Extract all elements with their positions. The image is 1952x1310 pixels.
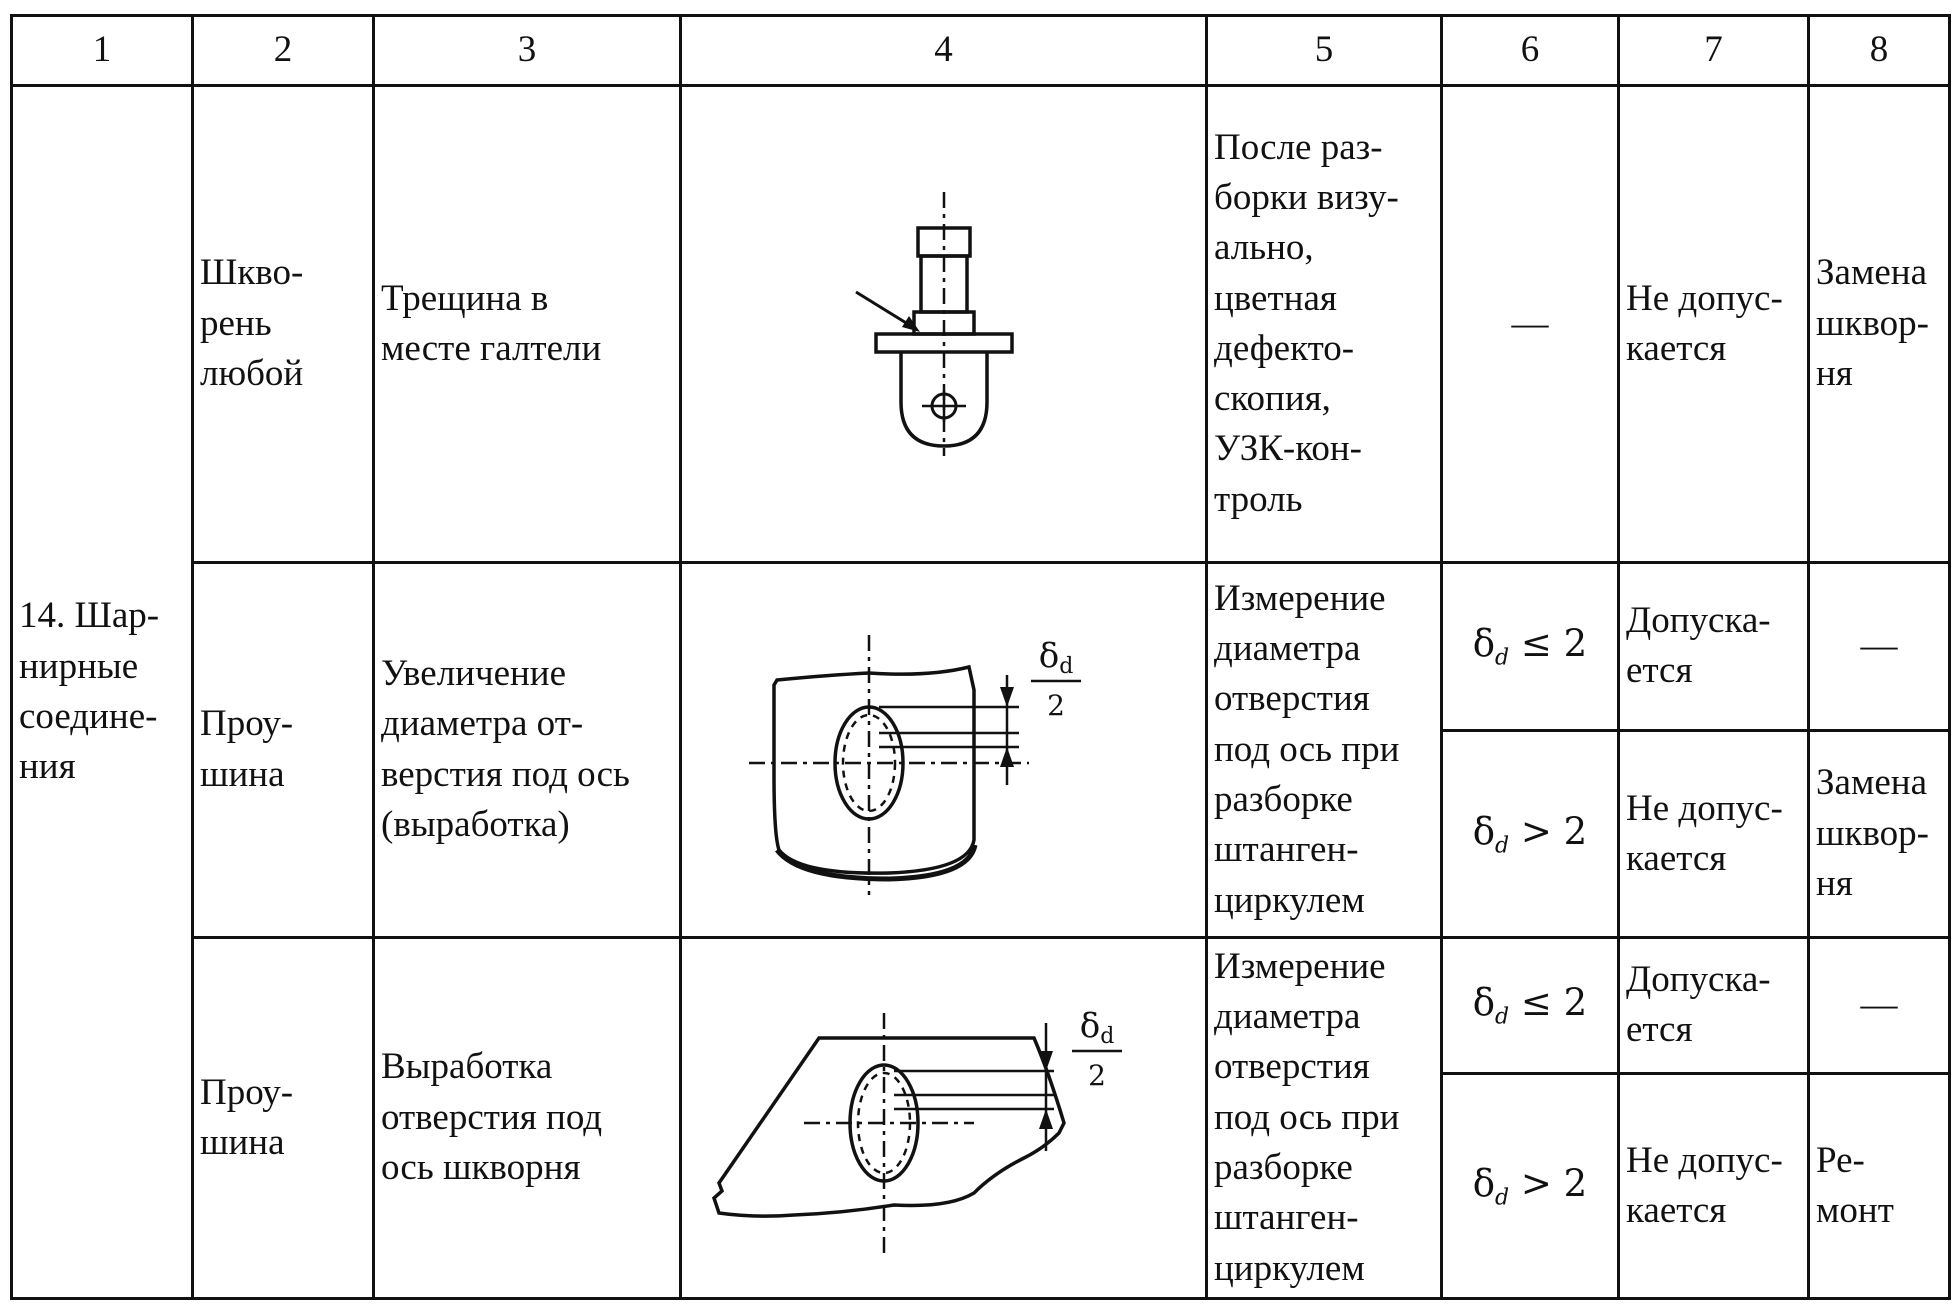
eye-hole-wear-sketch: δd 2 xyxy=(748,634,1081,895)
limit-cell: δd ≤ 2 xyxy=(1440,935,1620,1075)
defect-table: 1 2 3 4 5 6 7 8 14. Шар- нирные соедине-… xyxy=(10,14,1951,1301)
defect-description-cell: Увеличение диаметра от- верстия под ось … xyxy=(372,560,682,939)
verdict-cell: Допуска- ется xyxy=(1617,935,1810,1075)
action-cell: Замена шквор- ня xyxy=(1807,729,1951,939)
part-name-cell: Проу- шина xyxy=(191,935,375,1301)
table-row: δd > 2 Не допус- кается Замена шквор- ня xyxy=(12,729,1951,939)
action-cell: — xyxy=(1807,935,1951,1075)
sketch-delta-label: δd xyxy=(1038,636,1073,679)
kingpin-hole-wear-sketch: δd 2 xyxy=(711,1006,1122,1253)
table-row: Проу- шина Выработка отверстия под ось ш… xyxy=(12,935,1951,1301)
column-header: 5 xyxy=(1205,14,1443,87)
header-row: 1 2 3 4 5 6 7 8 xyxy=(10,14,1951,87)
action-cell: Замена шквор- ня xyxy=(1807,83,1951,564)
verdict-cell: Не допус- кается xyxy=(1617,83,1810,564)
column-header: 7 xyxy=(1617,14,1810,87)
sketch-denominator-label: 2 xyxy=(1047,689,1065,722)
action-cell: Ре- монт xyxy=(1807,1071,1951,1301)
sketch-cell: δd 2 xyxy=(679,935,1208,1301)
sketch-cell: δd 2 xyxy=(679,560,1208,939)
limit-cell: δd > 2 xyxy=(1440,1071,1620,1301)
defect-description-cell: Трещина в месте галтели xyxy=(372,83,682,564)
limit-cell: — xyxy=(1440,83,1620,564)
part-name-cell: Проу- шина xyxy=(191,560,375,939)
table-row: δd > 2 Не допус- кается Ре- монт xyxy=(12,1071,1951,1301)
sketch-denominator-label: 2 xyxy=(1088,1059,1106,1092)
limit-cell: δd > 2 xyxy=(1440,729,1620,939)
part-name-cell: Шкво- рень любой xyxy=(191,83,375,564)
verdict-cell: Не допус- кается xyxy=(1617,729,1810,939)
sketch-delta-label: δd xyxy=(1079,1006,1114,1049)
column-header: 1 xyxy=(10,14,194,87)
assembly-group-cell: 14. Шар- нирные соедине- ния xyxy=(10,83,194,1301)
defect-description-cell: Выработка отверстия под ось шкворня xyxy=(372,935,682,1301)
inspection-method-cell: Измерение диаметра отверстия под ось при… xyxy=(1205,935,1443,1301)
column-header: 6 xyxy=(1440,14,1620,87)
sketch-cell xyxy=(679,83,1208,564)
action-cell: — xyxy=(1807,560,1951,733)
column-header: 3 xyxy=(372,14,682,87)
inspection-method-cell: Измерение диаметра отверстия под ось при… xyxy=(1205,560,1443,939)
inspection-method-cell: После раз- борки визу- ально, цветная де… xyxy=(1205,83,1443,564)
kingpin-crack-sketch xyxy=(854,191,1014,456)
column-header: 2 xyxy=(191,14,375,87)
column-header: 8 xyxy=(1807,14,1951,87)
verdict-cell: Не допус- кается xyxy=(1617,1071,1810,1301)
limit-cell: δd ≤ 2 xyxy=(1440,560,1620,733)
verdict-cell: Допуска- ется xyxy=(1617,560,1810,733)
table-row: 14. Шар- нирные соедине- ния Шкво- рень … xyxy=(10,83,1951,1301)
table-row: Проу- шина Увеличение диаметра от- верст… xyxy=(12,560,1951,939)
column-header: 4 xyxy=(679,14,1208,87)
